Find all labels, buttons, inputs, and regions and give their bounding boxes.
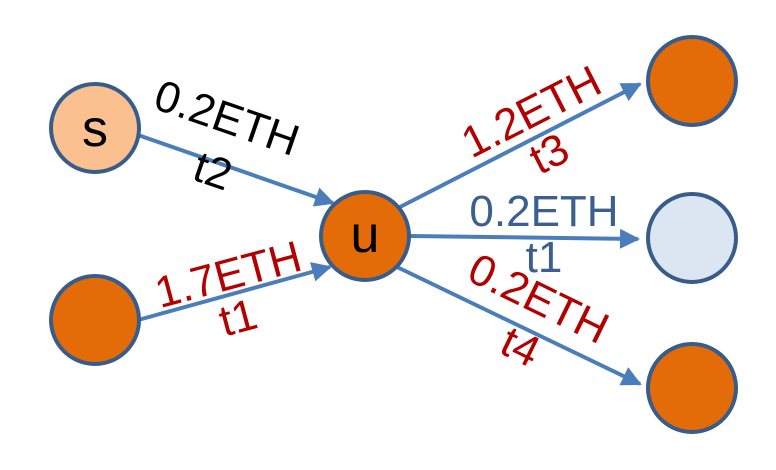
- edges: [137, 82, 642, 386]
- node-u: [319, 190, 411, 282]
- edge-u-to-out3: [396, 265, 642, 386]
- edge-u-out2-time: t1: [526, 233, 563, 282]
- edge-s-to-u: [137, 133, 335, 207]
- node-out1: [646, 35, 738, 127]
- edge-u-to-out1: [399, 82, 642, 209]
- node-s: [49, 82, 141, 174]
- node-s-label: s: [82, 100, 108, 158]
- edge-in2-to-u: [137, 262, 332, 322]
- node-out3: [646, 342, 738, 434]
- edge-s-u-time: t2: [187, 142, 238, 200]
- edge-u-out2-amount: 0.2ETH: [469, 187, 618, 236]
- node-out2: [646, 192, 738, 284]
- node-u-label: u: [351, 206, 380, 264]
- node-in2: [49, 274, 141, 366]
- edge-u-to-out2: [408, 228, 640, 249]
- nodes: s u: [49, 35, 738, 434]
- edge-in2-u-time: t1: [214, 290, 262, 347]
